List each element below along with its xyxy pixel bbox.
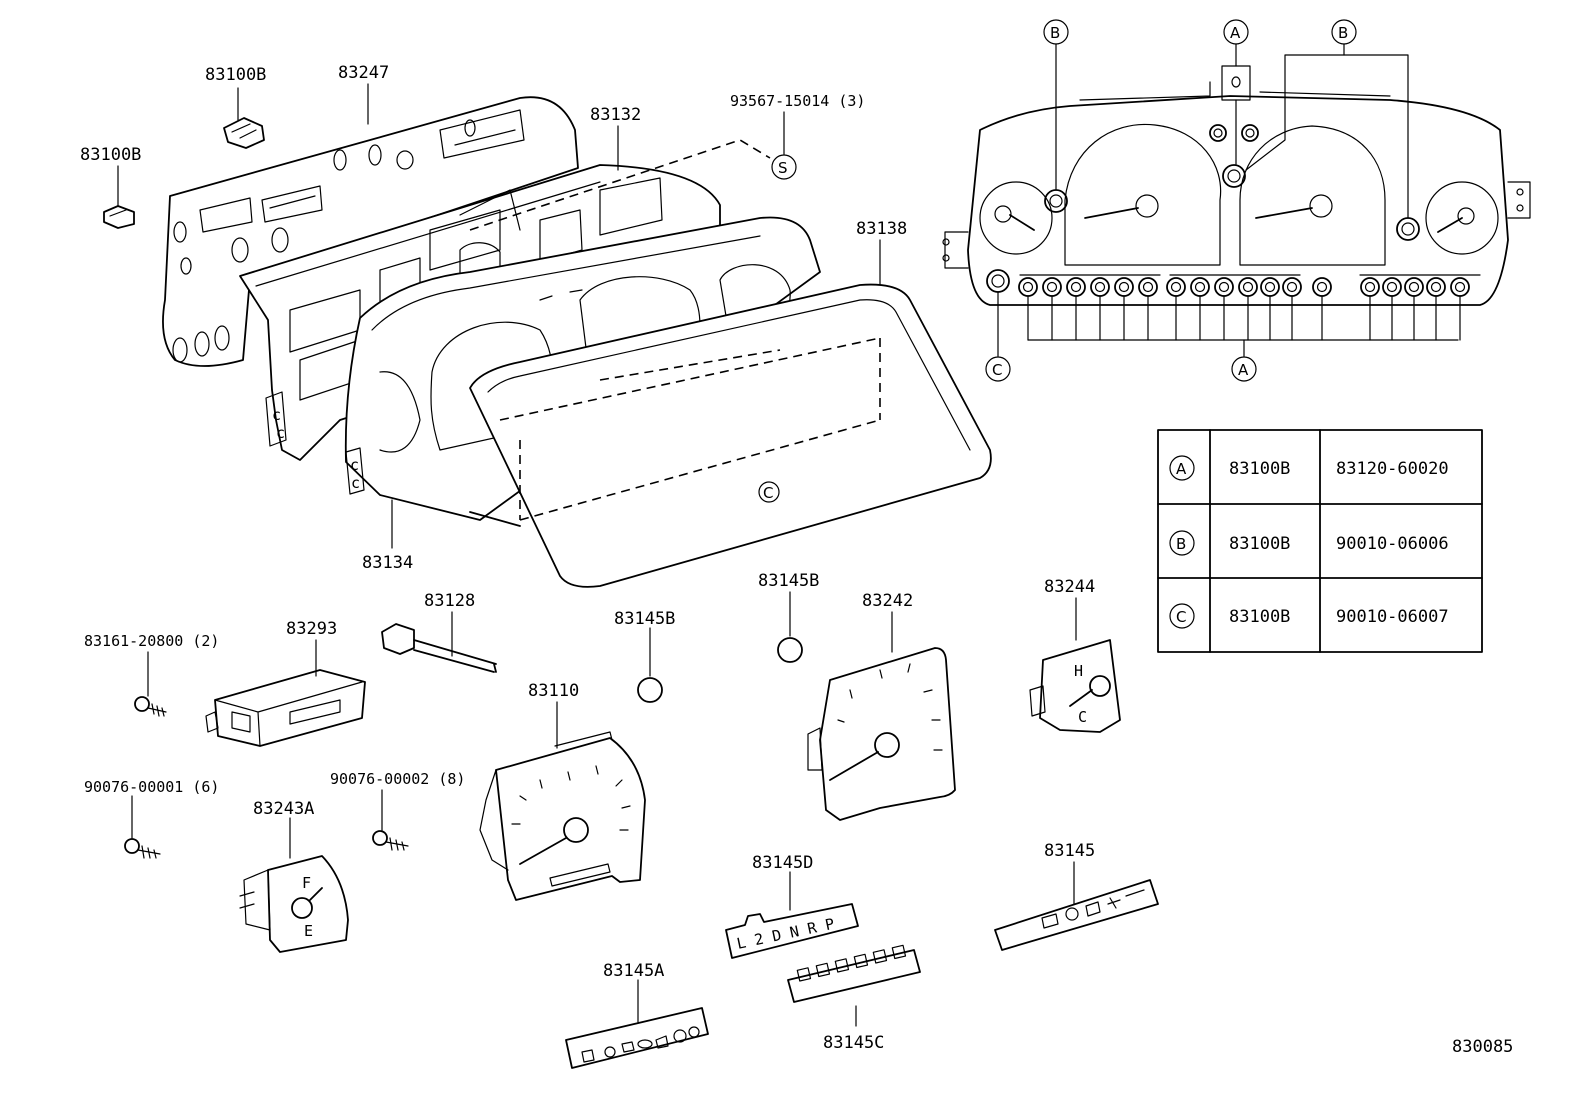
- label-83110: 83110: [528, 681, 579, 701]
- speedometer-83110: [479, 701, 646, 901]
- bulb-socket: [1114, 277, 1134, 297]
- screw-90076-00002: [372, 789, 409, 851]
- bulb-socket: [1066, 277, 1086, 297]
- svg-text:c: c: [276, 424, 285, 442]
- bulb-socket: [1404, 277, 1424, 297]
- svg-text:c: c: [350, 456, 359, 474]
- marker-c-bottom: C: [992, 361, 1002, 379]
- svg-text:C: C: [1078, 708, 1087, 726]
- screw-90076-00001: [124, 795, 161, 859]
- label-83145B-a: 83145B: [614, 609, 675, 629]
- marker-a-bottom: A: [1238, 361, 1249, 379]
- bulb-socket: [1312, 277, 1332, 297]
- bulb-socket: [1450, 277, 1470, 297]
- bulb-socket: [1214, 277, 1234, 297]
- bulb-socket: [1282, 277, 1302, 297]
- svg-text:c: c: [351, 474, 360, 492]
- gear-plate-83145D: L 2 D N R P: [725, 871, 859, 959]
- indicator-window: [891, 944, 907, 960]
- indicator-plate-83145: [994, 861, 1159, 951]
- table-row-c-number: 90010-06007: [1336, 607, 1449, 627]
- svg-text:F: F: [302, 874, 311, 892]
- label-83100B-top: 83100B: [205, 65, 266, 85]
- tachometer-83242: [807, 611, 956, 821]
- bulb-socket: [1042, 277, 1062, 297]
- label-83161: 83161-20800 (2): [84, 632, 219, 650]
- table-row-b-key: B: [1176, 535, 1186, 553]
- connector-83100B-top: [223, 87, 265, 149]
- indicator-window: [853, 953, 869, 969]
- svg-text:H: H: [1074, 662, 1083, 680]
- table-row-b-part: 83100B: [1229, 534, 1290, 554]
- indicator-plate-83145C: [787, 944, 921, 1027]
- circuit-plate-83247: [162, 96, 579, 367]
- bulb-socket: [1382, 277, 1402, 297]
- indicator-window: [834, 958, 850, 973]
- bulb-table: A B C 83100B 83100B 83100B 83120-60020 9…: [1157, 429, 1483, 653]
- sockets: [986, 124, 1470, 341]
- bulb-socket: [1018, 277, 1038, 297]
- rod-83128: [381, 611, 497, 673]
- bulb-socket: [1426, 277, 1446, 297]
- label-83145: 83145: [1044, 841, 1095, 861]
- table-row-a-number: 83120-60020: [1336, 459, 1449, 479]
- label-83243A: 83243A: [253, 799, 314, 819]
- label-83128: 83128: [424, 591, 475, 611]
- meter-glass-83138: [469, 239, 992, 588]
- label-83145A: 83145A: [603, 961, 664, 981]
- label-83134: 83134: [362, 553, 413, 573]
- diagram-id: 830085: [1452, 1037, 1513, 1057]
- bulb-socket: [1138, 277, 1158, 297]
- bulb-socket: [1190, 277, 1210, 297]
- indicator-window: [815, 962, 831, 978]
- meter-rear-view: [942, 65, 1531, 306]
- svg-text:c: c: [272, 406, 281, 424]
- label-83100B-left: 83100B: [80, 145, 141, 165]
- label-90076-00002: 90076-00002 (8): [330, 770, 465, 788]
- marker-c-glass: C: [763, 484, 773, 502]
- label-83132: 83132: [590, 105, 641, 125]
- label-83293: 83293: [286, 619, 337, 639]
- connector-83100B-left: [103, 165, 135, 229]
- label-93567: 93567-15014 (3): [730, 92, 865, 110]
- label-90076-00001: 90076-00001 (6): [84, 778, 219, 796]
- svg-text:E: E: [304, 922, 313, 940]
- marker-b-left: B: [1050, 24, 1060, 42]
- bulb-83145B-b: [777, 591, 803, 663]
- indicator-window: [796, 967, 812, 982]
- indicator-window: [872, 949, 888, 964]
- label-83247: 83247: [338, 63, 389, 83]
- label-83145B-b: 83145B: [758, 571, 819, 591]
- label-83244: 83244: [1044, 577, 1095, 597]
- screw-83161: [134, 651, 167, 717]
- label-83145C: 83145C: [823, 1033, 884, 1053]
- module-83293: [205, 639, 366, 747]
- bulb-socket: [1166, 277, 1186, 297]
- marker-s: S: [778, 159, 788, 177]
- marker-b-right: B: [1338, 24, 1348, 42]
- fuel-gauge-83243A: F E: [239, 817, 349, 953]
- indicator-plate-83145A: [565, 979, 709, 1069]
- marker-a-top: A: [1230, 24, 1241, 42]
- label-83242: 83242: [862, 591, 913, 611]
- table-row-c-part: 83100B: [1229, 607, 1290, 627]
- bulb-socket: [1238, 277, 1258, 297]
- table-row-c-key: C: [1176, 608, 1186, 626]
- label-83145D: 83145D: [752, 853, 813, 873]
- bulb-socket: [1360, 277, 1380, 297]
- bulb-socket: [1090, 277, 1110, 297]
- table-row-b-number: 90010-06006: [1336, 534, 1449, 554]
- table-row-a-part: 83100B: [1229, 459, 1290, 479]
- bulb-83145B-a: [637, 627, 663, 703]
- temp-gauge-83244: H C: [1029, 597, 1121, 733]
- bulb-socket: [1260, 277, 1280, 297]
- table-row-a-key: A: [1176, 460, 1187, 478]
- label-83138: 83138: [856, 219, 907, 239]
